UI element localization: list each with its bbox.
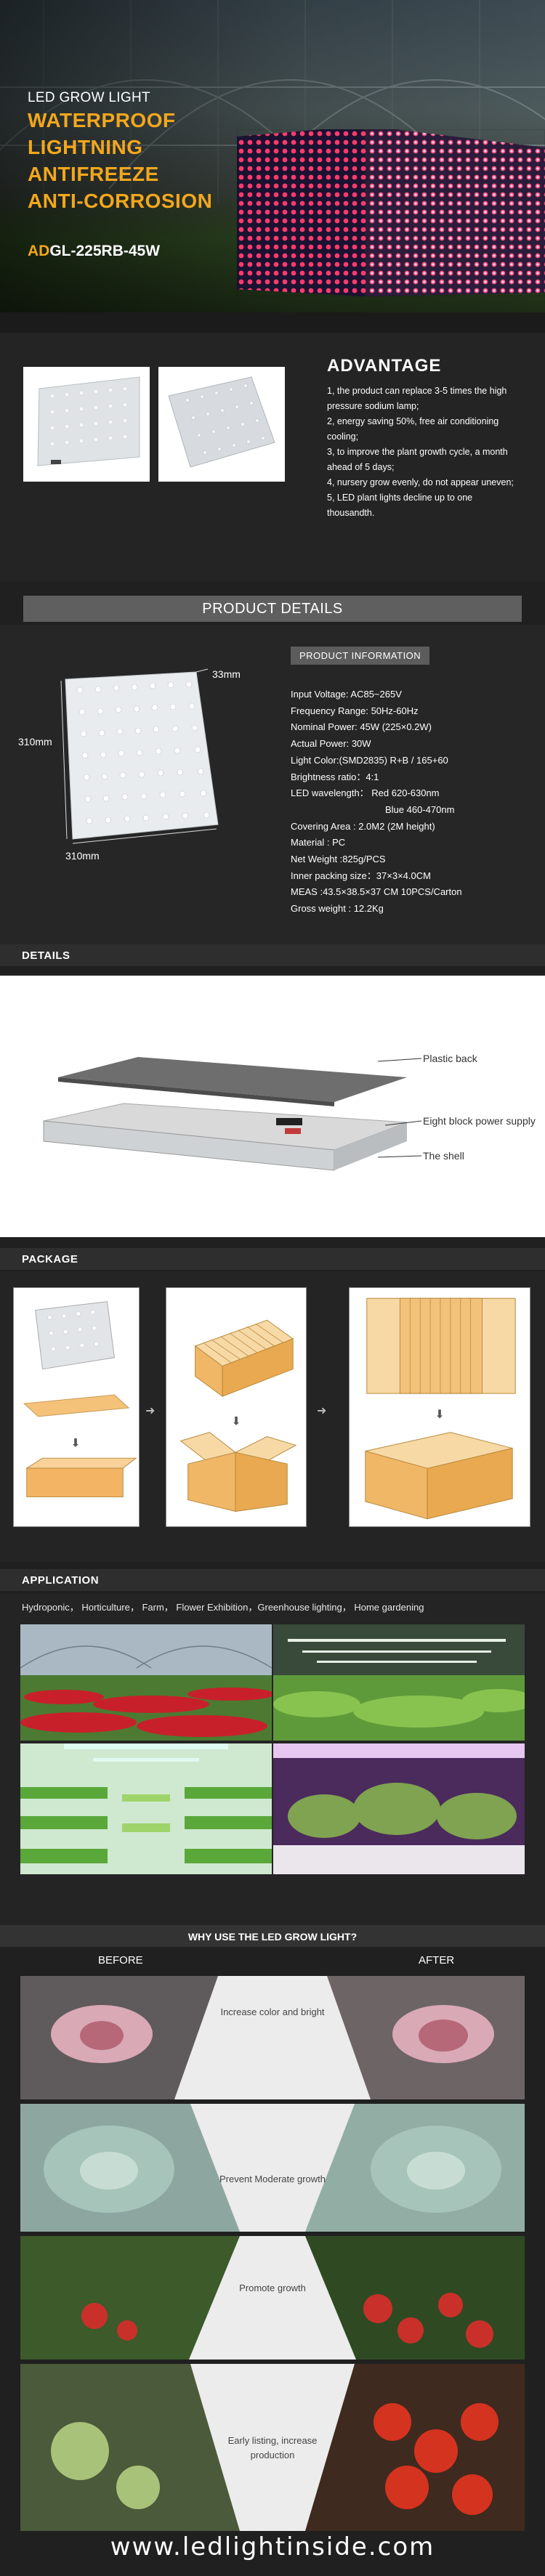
- spec-item: Input Voltage: AC85~265V: [291, 689, 402, 700]
- home-gardening-photo: [273, 1743, 525, 1874]
- advantage-item: 1, the product can replace 3-5 times the…: [327, 386, 507, 411]
- dimension-width: 310mm: [65, 850, 100, 862]
- svg-text:⬇: ⬇: [435, 1407, 444, 1421]
- step-production: Early listing, increase production: [227, 2435, 318, 2460]
- greenhouse-flowers-photo: [20, 1624, 272, 1741]
- dimension-thickness: 33mm: [212, 668, 241, 680]
- spec-item: Frequency Range: 50Hz-60Hz: [291, 705, 419, 716]
- website-url[interactable]: www.ledlightinside.com: [110, 2532, 435, 2561]
- spec-item: MEAS :43.5×38.5×37 CM 10PCS/Carton: [291, 886, 462, 898]
- product-information-label: PRODUCT INFORMATION: [291, 647, 430, 665]
- advantage-section: ADVANTAGE 1, the product can replace 3-5…: [0, 312, 545, 581]
- step-growth: Promote growth: [239, 2283, 306, 2293]
- arrow-icon: ➜: [317, 1405, 327, 1417]
- callout-shell: The shell: [423, 1150, 464, 1162]
- arrow-icon: ➜: [145, 1405, 156, 1417]
- advantage-item: 2, energy saving 50%, free air condition…: [327, 416, 499, 442]
- comparison-row-moderate: [20, 2104, 525, 2232]
- details-header: DETAILS: [0, 944, 545, 966]
- after-label: AFTER: [419, 1954, 455, 1967]
- spec-item: Brightness ratio：4:1: [291, 771, 379, 782]
- comparison-row-color: [20, 1976, 525, 2099]
- package-step-2: ⬇: [166, 1287, 307, 1527]
- spec-item: Actual Power: 30W: [291, 738, 371, 750]
- spec-item: Net Weight :825g/PCS: [291, 854, 386, 865]
- package-step-1: ⬇: [13, 1287, 140, 1527]
- svg-text:⬇: ⬇: [231, 1414, 241, 1428]
- feature-antifreeze: ANTIFREEZE: [28, 163, 159, 185]
- before-label: BEFORE: [98, 1954, 143, 1967]
- application-header: APPLICATION: [0, 1569, 545, 1591]
- indoor-farm-photo: [273, 1624, 525, 1741]
- product-details-title: PRODUCT DETAILS: [23, 596, 522, 622]
- application-categories: Hydroponic， Horticulture， Farm， Flower E…: [22, 1602, 424, 1613]
- advantage-list: 1, the product can replace 3-5 times the…: [327, 384, 522, 521]
- svg-text:⬇: ⬇: [70, 1435, 80, 1449]
- package-section: ⬇ ➜ ⬇ ➜ ⬇: [0, 1271, 545, 1562]
- spec-item: Gross weight : 12.2Kg: [291, 903, 384, 915]
- feature-waterproof: WATERPROOF: [28, 109, 176, 131]
- details-section: Plastic back Eight block power supply Th…: [0, 976, 545, 1237]
- feature-anti-corrosion: ANTI-CORROSION: [28, 190, 213, 212]
- led-panel-cube-illustration: [237, 129, 545, 296]
- spec-item: Covering Area : 2.0M2 (2M height): [291, 820, 435, 832]
- step-color: Increase color and bright: [220, 2006, 325, 2017]
- panel-front-photo: [23, 367, 150, 482]
- vertical-hydroponic-photo: [20, 1743, 272, 1874]
- spec-item: LED wavelength： Red 620-630nm: [291, 787, 440, 799]
- callout-plastic-back: Plastic back: [423, 1053, 477, 1064]
- spec-item: Light Color:(SMD2835) R+B / 165+60: [291, 754, 448, 766]
- why-section: WHY USE THE LED GROW LIGHT? BEFORE AFTER…: [0, 1925, 545, 2576]
- advantage-item: 4, nursery grow evenly, do not appear un…: [327, 477, 514, 487]
- package-step-3: ⬇: [349, 1287, 530, 1527]
- application-section: Hydroponic， Horticulture， Farm， Flower E…: [0, 1594, 545, 1928]
- advantage-title: ADVANTAGE: [327, 356, 442, 376]
- spec-item: Material : PC: [291, 837, 346, 848]
- advantage-item: 3, to improve the plant growth cycle, a …: [327, 447, 508, 472]
- advantage-item: 5, LED plant lights decline up to one th…: [327, 493, 473, 518]
- product-spec-list: Input Voltage: AC85~265V Frequency Range…: [291, 686, 530, 918]
- why-title: WHY USE THE LED GROW LIGHT?: [187, 1931, 358, 1943]
- step-moderate: Prevent Moderate growth: [219, 2174, 326, 2184]
- package-header: PACKAGE: [0, 1248, 545, 1270]
- comparison-row-production: [20, 2364, 525, 2531]
- feature-lightning: LIGHTNING: [28, 136, 143, 158]
- spec-item: Inner packing size：37×3×4.0CM: [291, 870, 431, 881]
- spec-item: Blue 460-470nm: [385, 803, 455, 815]
- panel-dimension-drawing: [60, 668, 219, 844]
- model-number: ADGL-225RB-45W: [28, 243, 161, 259]
- comparison-row-growth: [20, 2236, 525, 2360]
- dimension-height: 310mm: [18, 736, 52, 748]
- callout-power-supply: Eight block power supply: [423, 1115, 536, 1127]
- panel-angle-photo: [158, 367, 285, 482]
- product-details-section: PRODUCT INFORMATION 33mm 310mm 310mm Inp…: [0, 625, 545, 944]
- exploded-panel-drawing: [43, 1057, 407, 1171]
- hero-subtitle: LED GROW LIGHT: [28, 90, 150, 105]
- spec-item: Nominal Power: 45W (225×0.2W): [291, 721, 432, 733]
- hero-banner: LED GROW LIGHT WATERPROOF LIGHTNING ANTI…: [0, 0, 545, 312]
